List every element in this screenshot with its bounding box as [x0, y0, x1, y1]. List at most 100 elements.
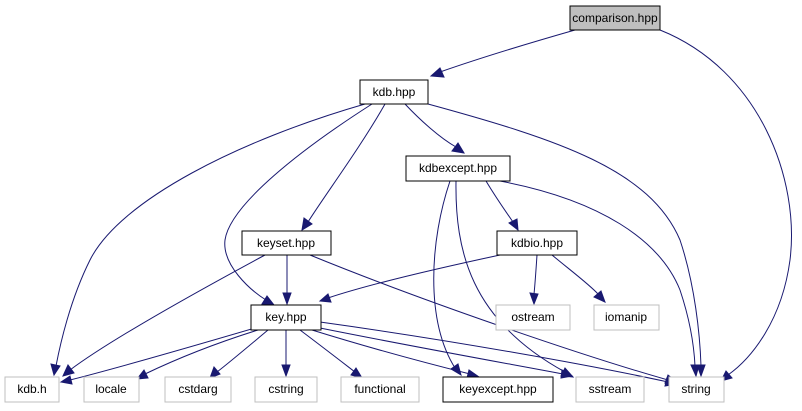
node-box — [405, 155, 511, 182]
node-box — [83, 376, 140, 403]
edges — [50, 29, 792, 387]
node-kdb-h[interactable]: kdb.h — [4, 376, 60, 403]
edge-arrowhead — [282, 292, 292, 306]
node-box — [575, 376, 645, 403]
node-functional[interactable]: functional — [340, 376, 420, 403]
edge-kdbexcept-to-string — [499, 180, 700, 378]
node-box — [254, 376, 318, 403]
edge-arrowhead — [301, 217, 313, 231]
node-label: functional — [354, 382, 405, 396]
node-cstring[interactable]: cstring — [254, 376, 318, 403]
edge-kdb-hpp-to-kdb-h — [50, 103, 366, 377]
edge-key-to-functional — [299, 329, 364, 379]
edge-line — [307, 103, 386, 223]
node-sstream[interactable]: sstream — [575, 376, 645, 403]
edge-arrowhead — [59, 375, 73, 385]
edge-key-to-cstring — [281, 329, 291, 378]
node-label: keyset.hpp — [257, 236, 315, 250]
edge-kdb-hpp-to-kdbexcept — [404, 103, 465, 154]
edge-line — [144, 329, 259, 375]
node-kdbexcept-hpp[interactable]: kdbexcept.hpp — [405, 155, 511, 182]
edge-arrowhead — [281, 364, 291, 378]
edge-key-to-kdb-h — [59, 327, 256, 385]
edge-line — [427, 103, 702, 367]
edge-arrowhead — [429, 67, 445, 78]
node-ostream[interactable]: ostream — [495, 304, 571, 331]
edge-arrowhead — [261, 295, 276, 306]
edge-line — [55, 103, 366, 367]
edge-kdbexcept-to-kdbio — [485, 180, 519, 232]
node-label: comparison.hpp — [572, 11, 658, 25]
edge-key-to-locale — [135, 329, 259, 380]
edge-line — [485, 180, 514, 223]
edge-arrowhead — [209, 366, 221, 379]
edge-key-to-string — [319, 321, 679, 387]
edge-line — [69, 327, 256, 381]
node-label: kdb.h — [17, 382, 46, 396]
node-keyexcept-hpp[interactable]: keyexcept.hpp — [442, 376, 554, 403]
edge-kdb-hpp-to-keyset — [301, 103, 386, 231]
edge-keyset-to-kdb-h — [62, 254, 266, 377]
node-label: string — [681, 382, 710, 396]
edge-line — [404, 103, 457, 148]
node-string[interactable]: string — [668, 376, 725, 403]
edge-comparison-to-string — [659, 29, 792, 382]
node-box — [4, 376, 60, 403]
edge-arrowhead — [62, 364, 75, 377]
node-kdb-hpp[interactable]: kdb.hpp — [359, 79, 429, 105]
edge-kdb-hpp-to-string — [427, 103, 706, 378]
node-box — [442, 376, 554, 403]
nodes: comparison.hpp kdb.hpp kdbexcept.hpp key… — [4, 5, 725, 403]
node-box — [496, 230, 578, 256]
edge-line — [311, 329, 471, 375]
node-box — [164, 376, 232, 403]
node-locale[interactable]: locale — [83, 376, 140, 403]
edge-kdbio-to-iomanip — [551, 254, 606, 303]
node-box — [495, 304, 571, 331]
node-cstdarg[interactable]: cstdarg — [164, 376, 232, 403]
node-label: kdbexcept.hpp — [419, 161, 497, 175]
node-label: kdbio.hpp — [511, 236, 563, 250]
edge-line — [533, 254, 538, 295]
edge-line — [439, 29, 576, 73]
edge-kdbio-to-key — [318, 254, 501, 303]
node-box — [250, 304, 322, 331]
node-box — [241, 230, 332, 256]
node-label: key.hpp — [265, 310, 306, 324]
edge-kdbexcept-to-sstream — [455, 180, 575, 378]
edge-kdb-hpp-to-key — [224, 103, 373, 306]
edge-kdbexcept-to-keyexcept — [433, 180, 462, 377]
node-label: keyexcept.hpp — [459, 382, 537, 396]
edge-key-to-sstream — [319, 327, 574, 379]
edge-arrowhead — [696, 364, 706, 378]
edge-key-to-cstdarg — [209, 329, 269, 379]
node-box — [340, 376, 420, 403]
node-label: cstdarg — [178, 382, 217, 396]
edge-line — [327, 254, 501, 299]
node-box — [569, 5, 661, 31]
edge-line — [659, 29, 792, 376]
edge-line — [319, 327, 564, 375]
edge-arrowhead — [560, 369, 574, 379]
node-label: sstream — [589, 382, 632, 396]
node-label: locale — [95, 382, 127, 396]
edge-arrowhead — [451, 142, 465, 154]
node-label: ostream — [511, 310, 554, 324]
edge-arrowhead — [529, 292, 539, 306]
node-kdbio-hpp[interactable]: kdbio.hpp — [496, 230, 578, 256]
node-box — [668, 376, 725, 403]
edge-line — [455, 180, 566, 373]
node-comparison-hpp[interactable]: comparison.hpp — [569, 5, 661, 31]
edge-keyset-to-key — [282, 255, 292, 306]
node-iomanip[interactable]: iomanip — [593, 304, 660, 331]
edge-arrowhead — [135, 369, 149, 380]
edge-arrowhead — [318, 293, 332, 303]
edge-line — [224, 103, 373, 301]
node-box — [593, 304, 660, 331]
edge-line — [69, 254, 266, 371]
edge-arrowhead — [508, 218, 519, 232]
node-key-hpp[interactable]: key.hpp — [250, 304, 322, 331]
node-keyset-hpp[interactable]: keyset.hpp — [241, 230, 332, 256]
node-label: kdb.hpp — [373, 85, 416, 99]
